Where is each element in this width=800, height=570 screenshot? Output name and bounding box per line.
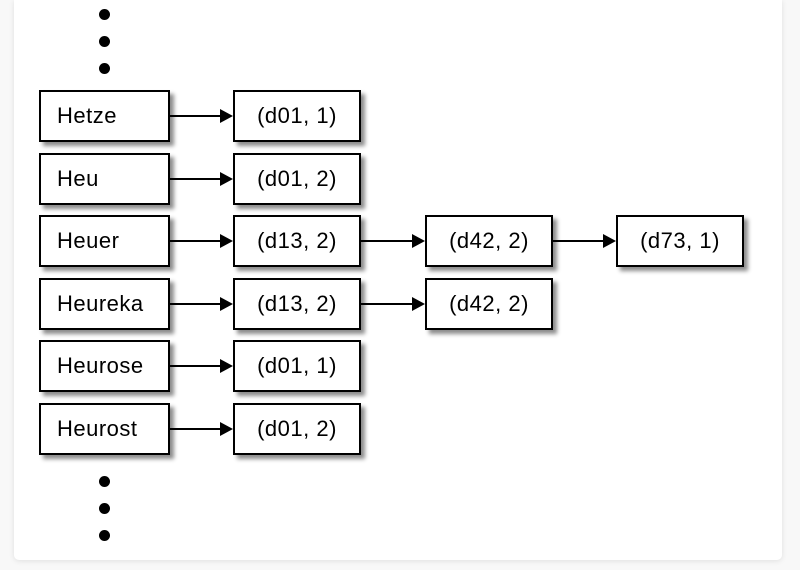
arrow — [170, 234, 233, 248]
arrow — [170, 359, 233, 373]
posting-label: (d42, 2) — [449, 291, 529, 316]
arrow — [170, 109, 233, 123]
posting-box: (d73, 1) — [616, 215, 744, 267]
arrow-head — [220, 297, 233, 311]
arrow-head — [412, 297, 425, 311]
term-box: Heuer — [39, 215, 170, 267]
arrow-line — [170, 303, 222, 305]
arrow — [170, 172, 233, 186]
arrow-head — [220, 172, 233, 186]
arrow-line — [170, 115, 222, 117]
arrow-line — [553, 240, 605, 242]
posting-box: (d13, 2) — [233, 215, 361, 267]
term-box: Heurose — [39, 340, 170, 392]
term-box: Hetze — [39, 90, 170, 142]
arrow-line — [170, 240, 222, 242]
posting-box: (d01, 2) — [233, 153, 361, 205]
posting-label: (d13, 2) — [257, 291, 337, 316]
ellipsis-dot-top — [98, 62, 110, 74]
ellipsis-dot-bottom — [98, 502, 110, 514]
arrow — [553, 234, 616, 248]
term-label: Heurose — [57, 353, 144, 378]
term-label: Hetze — [57, 103, 117, 128]
posting-label: (d13, 2) — [257, 228, 337, 253]
posting-box: (d42, 2) — [425, 215, 553, 267]
term-label: Heu — [57, 166, 99, 191]
arrow-head — [603, 234, 616, 248]
posting-box: (d01, 1) — [233, 90, 361, 142]
posting-label: (d01, 2) — [257, 416, 337, 441]
arrow-head — [220, 422, 233, 436]
arrow-line — [361, 240, 414, 242]
ellipsis-dot-bottom — [98, 529, 110, 541]
posting-label: (d01, 2) — [257, 166, 337, 191]
arrow — [361, 297, 425, 311]
posting-label: (d01, 1) — [257, 103, 337, 128]
arrow-line — [361, 303, 414, 305]
posting-box: (d13, 2) — [233, 278, 361, 330]
term-label: Heuer — [57, 228, 120, 253]
posting-label: (d01, 1) — [257, 353, 337, 378]
arrow-head — [220, 234, 233, 248]
arrow-head — [220, 359, 233, 373]
arrow-line — [170, 178, 222, 180]
arrow-line — [170, 428, 222, 430]
posting-box: (d01, 2) — [233, 403, 361, 455]
term-label: Heurost — [57, 416, 138, 441]
ellipsis-dot-top — [98, 35, 110, 47]
term-box: Heureka — [39, 278, 170, 330]
term-label: Heureka — [57, 291, 144, 316]
arrow-head — [220, 109, 233, 123]
arrow — [361, 234, 425, 248]
posting-label: (d73, 1) — [640, 228, 720, 253]
posting-label: (d42, 2) — [449, 228, 529, 253]
term-box: Heurost — [39, 403, 170, 455]
arrow-head — [412, 234, 425, 248]
arrow — [170, 297, 233, 311]
posting-box: (d01, 1) — [233, 340, 361, 392]
term-box: Heu — [39, 153, 170, 205]
ellipsis-dot-top — [98, 8, 110, 20]
arrow — [170, 422, 233, 436]
posting-box: (d42, 2) — [425, 278, 553, 330]
ellipsis-dot-bottom — [98, 475, 110, 487]
arrow-line — [170, 365, 222, 367]
